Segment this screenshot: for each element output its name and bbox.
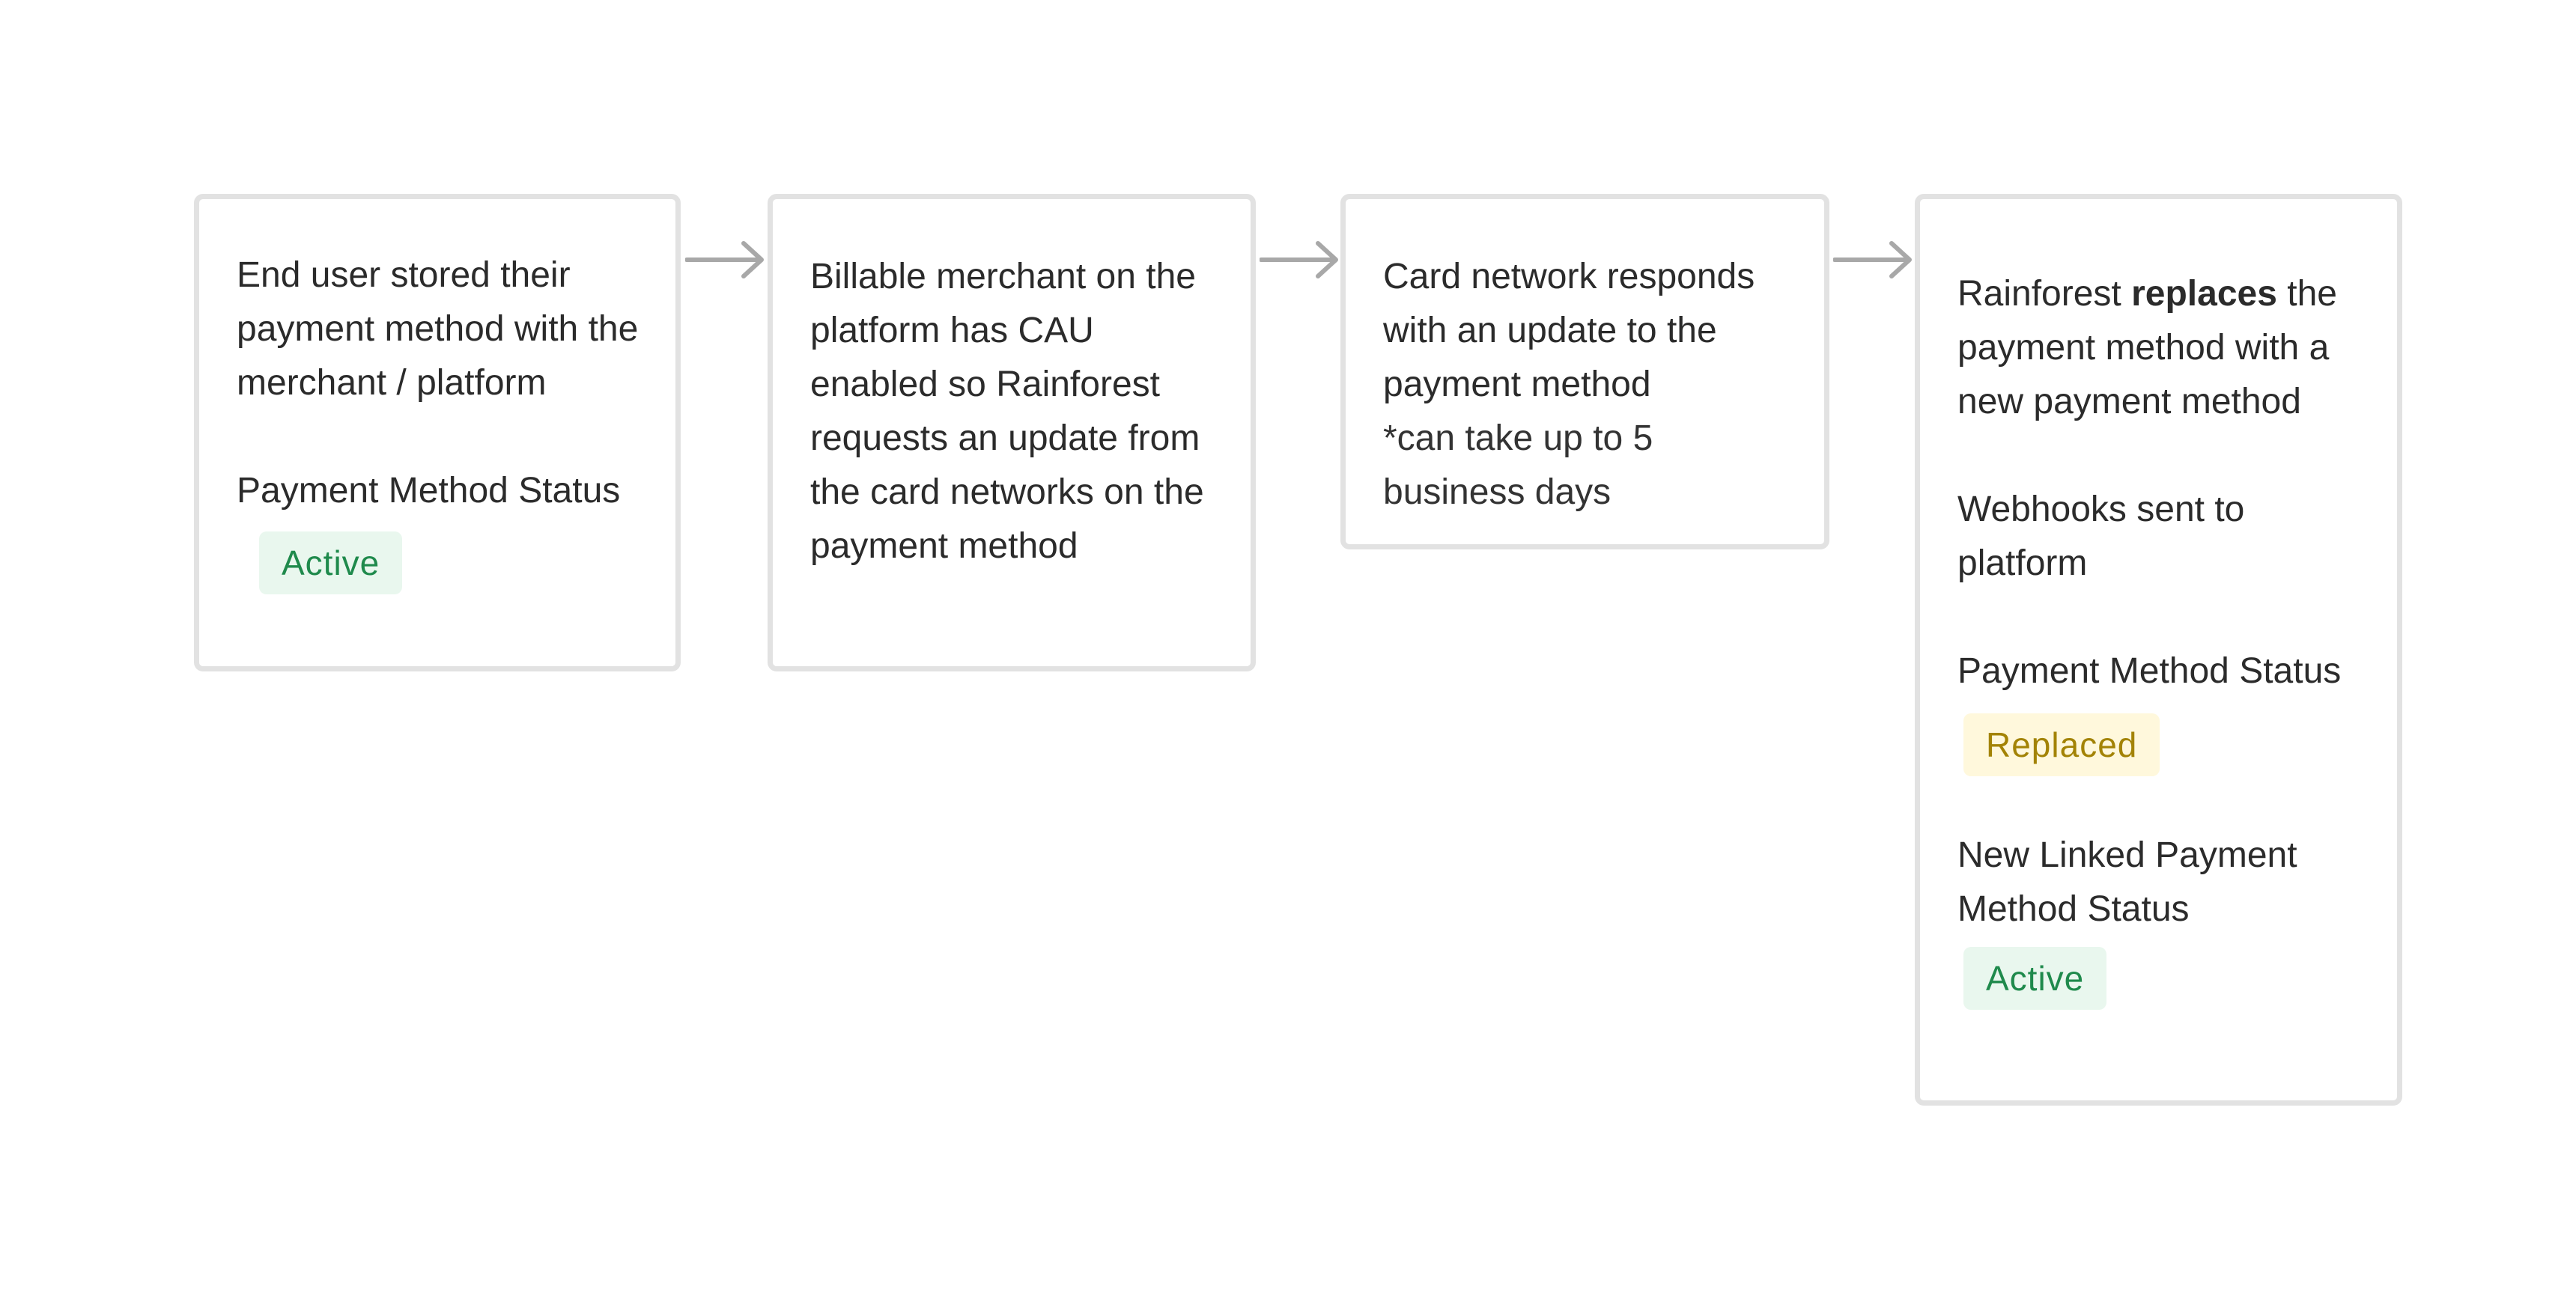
arrow-right-icon <box>1260 241 1338 278</box>
step-3-card: Card network responds with an update to … <box>1340 194 1829 549</box>
step-2-text: Billable merchant on the platform has CA… <box>810 257 1204 566</box>
status-badge-active: Active <box>259 531 403 594</box>
step-4-status-label: Payment Method Status <box>1957 651 2342 691</box>
step-2-card: Billable merchant on the platform has CA… <box>768 194 1256 671</box>
step-4-text-before: Rainforest <box>1957 274 2121 314</box>
step-3-note: *can take up to 5 business days <box>1383 418 1653 512</box>
step-4-text-after: the payment method with a new payment me… <box>1957 274 2337 421</box>
status-badge-active: Active <box>1963 947 2107 1010</box>
status-badge-replaced: Replaced <box>1963 713 2160 776</box>
arrow-right-icon <box>1833 241 1912 278</box>
step-4-webhooks: Webhooks sent to platform <box>1957 490 2245 583</box>
step-1-text: End user stored their payment method wit… <box>237 255 639 403</box>
step-4-text: Rainforest replaces the payment method w… <box>1957 267 2377 429</box>
step-4-linked-label: New Linked Payment Method Status <box>1957 835 2297 929</box>
step-1-card: End user stored their payment method wit… <box>194 194 681 671</box>
step-1-status-label: Payment Method Status <box>237 471 621 511</box>
arrow-right-icon <box>685 241 764 278</box>
step-3-text: Card network responds with an update to … <box>1383 257 1755 404</box>
step-4-card: Rainforest replaces the payment method w… <box>1915 194 2402 1106</box>
step-4-text-bold: replaces <box>2131 274 2277 314</box>
